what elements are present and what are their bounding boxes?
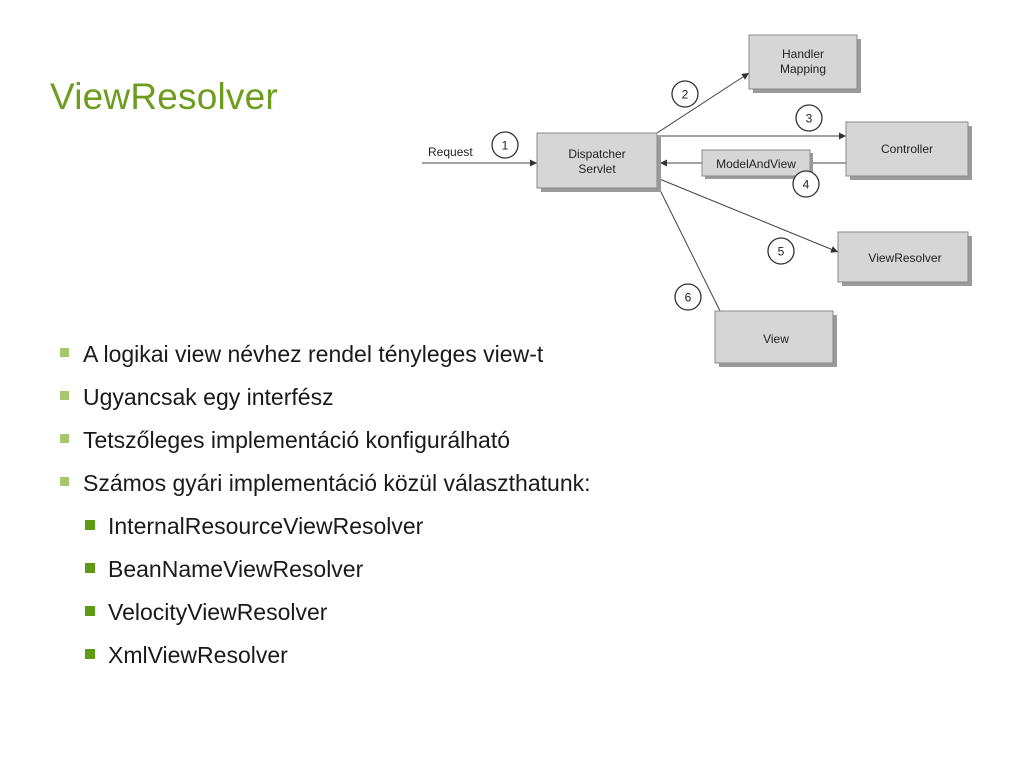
step-6-marker: 6 [674, 283, 702, 311]
controller-node: Controller [845, 121, 972, 180]
handler-mapping-label-line1: Handler [782, 47, 824, 61]
step-2-marker: 2 [671, 80, 699, 108]
request-label: Request [428, 145, 473, 159]
bullet-square-icon [60, 348, 69, 357]
handler-mapping-label-line2: Mapping [780, 62, 826, 76]
dispatcher-servlet-node: Dispatcher Servlet [536, 132, 661, 192]
edge-dispatcher-to-viewresolver [656, 177, 839, 253]
dispatcher-label-line2: Servlet [578, 162, 616, 176]
bullet-square-icon [60, 434, 69, 443]
sub-bullet-text: InternalResourceViewResolver [108, 513, 424, 539]
svg-text:6: 6 [685, 291, 692, 305]
svg-text:1: 1 [502, 139, 509, 153]
bullet-text: Ugyancsak egy interfész [83, 384, 334, 410]
sub-bullet-square-icon [85, 563, 95, 573]
sub-bullet-square-icon [85, 520, 95, 530]
bullet-item: Számos gyári implementáció közül választ… [58, 467, 591, 510]
step-3-marker: 3 [795, 104, 823, 132]
model-and-view-node: ModelAndView [701, 149, 813, 179]
view-resolver-label: ViewResolver [868, 251, 941, 265]
edge-dispatcher-to-view [656, 183, 725, 320]
view-label: View [763, 332, 789, 346]
bullet-item: Ugyancsak egy interfész [58, 381, 591, 424]
bullet-text: Tetszőleges implementáció konfigurálható [83, 427, 511, 453]
model-and-view-label: ModelAndView [716, 157, 796, 171]
sub-bullet-text: BeanNameViewResolver [108, 556, 364, 582]
bullet-text: Számos gyári implementáció közül választ… [83, 470, 591, 496]
bullet-item: A logikai view névhez rendel tényleges v… [58, 338, 591, 381]
bullet-square-icon [60, 391, 69, 400]
sub-bullet-item: BeanNameViewResolver [58, 553, 591, 596]
sub-bullet-item: XmlViewResolver [58, 639, 591, 682]
dispatcher-label-line1: Dispatcher [568, 147, 625, 161]
step-5-marker: 5 [767, 237, 795, 265]
bullet-square-icon [60, 477, 69, 486]
sub-bullet-square-icon [85, 606, 95, 616]
svg-text:3: 3 [806, 112, 813, 126]
svg-text:2: 2 [682, 88, 689, 102]
controller-label: Controller [881, 142, 933, 156]
sub-bullet-item: InternalResourceViewResolver [58, 510, 591, 553]
edge-dispatcher-to-handler [656, 72, 750, 134]
handler-mapping-node: Handler Mapping [748, 34, 861, 93]
bullet-list: A logikai view névhez rendel tényleges v… [58, 338, 591, 682]
view-resolver-node: ViewResolver [837, 231, 972, 286]
svg-text:4: 4 [803, 178, 810, 192]
view-node: View [714, 310, 837, 367]
sub-bullet-item: VelocityViewResolver [58, 596, 591, 639]
step-4-marker: 4 [792, 170, 820, 198]
sub-bullet-text: VelocityViewResolver [108, 599, 328, 625]
bullet-text: A logikai view névhez rendel tényleges v… [83, 341, 544, 367]
slide-title: ViewResolver [50, 76, 278, 117]
svg-text:5: 5 [778, 245, 785, 259]
sub-bullet-square-icon [85, 649, 95, 659]
step-1-marker: 1 [491, 131, 519, 159]
bullet-item: Tetszőleges implementáció konfigurálható [58, 424, 591, 467]
sub-bullet-text: XmlViewResolver [108, 642, 288, 668]
